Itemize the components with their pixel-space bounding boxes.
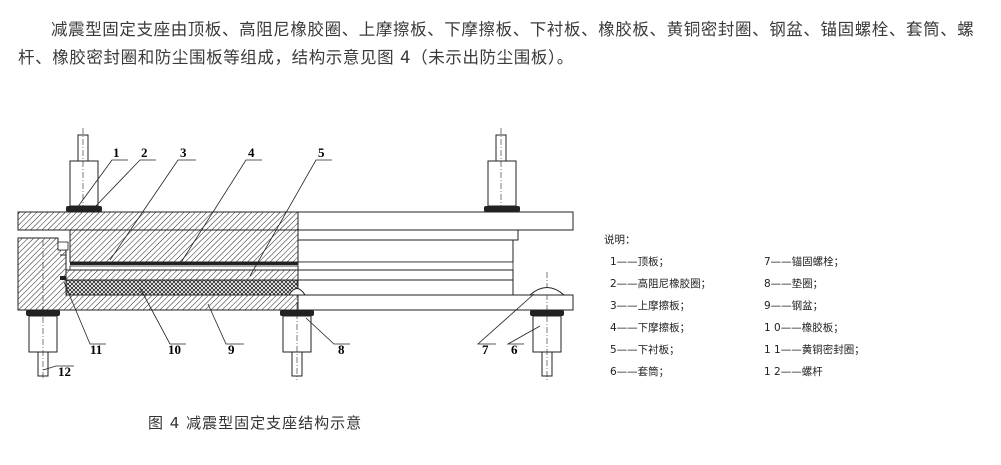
callout-5: 5 — [318, 145, 325, 160]
callout-9: 9 — [228, 342, 235, 357]
legend-title: 说明： — [604, 234, 636, 246]
legend-item: 1 0——橡胶板； — [764, 322, 844, 334]
brass-seal-ring — [60, 254, 66, 280]
figure-caption: 图 4 减震型固定支座结构示意 — [148, 414, 363, 432]
legend-item: 7——锚固螺栓； — [764, 256, 845, 268]
legend-item: 6——套筒； — [610, 366, 670, 378]
callout-1: 1 — [113, 145, 120, 160]
bottom-sleeve-left — [26, 240, 60, 380]
top-plate — [17, 211, 574, 231]
top-sleeve-right — [484, 128, 520, 212]
rubber-plate — [65, 279, 514, 296]
legend-item: 9——钢盆； — [764, 300, 824, 312]
callout-11: 11 — [90, 342, 102, 357]
callout-4: 4 — [248, 145, 255, 160]
upper-body — [69, 229, 519, 263]
bottom-sleeve-right — [530, 272, 564, 380]
anchor-bolt-heads — [288, 287, 566, 296]
lower-liner — [65, 269, 514, 281]
callout-6: 6 — [511, 342, 518, 357]
callout-7: 7 — [482, 342, 489, 357]
callout-12: 12 — [58, 364, 71, 379]
legend-item: 8——垫圈； — [764, 278, 824, 290]
legend-item: 3——上摩擦板； — [610, 300, 691, 312]
intro-paragraph: 减震型固定支座由顶板、高阻尼橡胶圈、上摩擦板、下摩擦板、下衬板、橡胶板、黄铜密封… — [18, 20, 975, 67]
callout-3: 3 — [180, 145, 187, 160]
leader-lines — [42, 159, 541, 371]
legend-item: 5——下衬板； — [610, 344, 680, 356]
legend-item: 1 2——螺杆 — [764, 366, 823, 378]
legend-item: 1 1——黄铜密封圈； — [764, 344, 865, 356]
legend-item: 4——下摩擦板； — [610, 322, 691, 334]
bottom-sleeve-middle — [280, 280, 314, 380]
top-sleeve-left — [66, 128, 102, 212]
callout-8: 8 — [338, 342, 345, 357]
legend-item: 2——高阻尼橡胶圈； — [610, 278, 712, 290]
callout-10: 10 — [168, 342, 181, 357]
friction-plates — [69, 261, 514, 271]
legend-item: 1——顶板； — [610, 256, 670, 268]
callout-2: 2 — [141, 145, 148, 160]
steel-basin — [17, 237, 574, 311]
